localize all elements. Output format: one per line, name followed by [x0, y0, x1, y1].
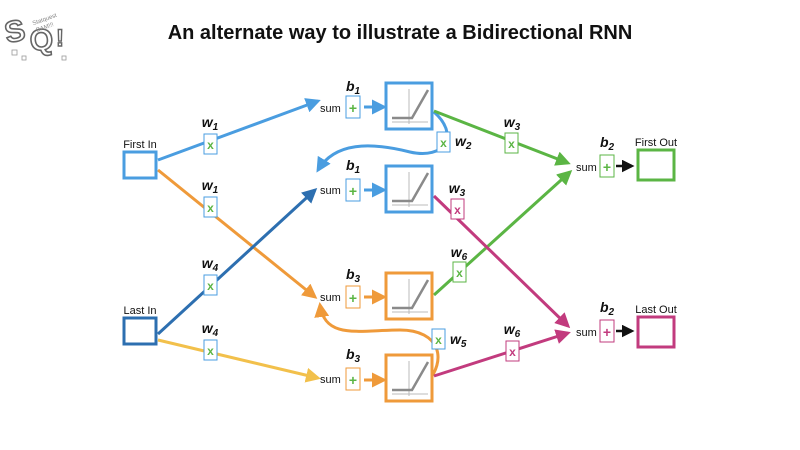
bias-b1-bottom-label: b1	[346, 157, 361, 176]
multiply-icon: x	[207, 344, 214, 358]
sum-b3-bottom-label: sum	[320, 374, 341, 386]
multiply-icon: x	[508, 137, 515, 151]
multiply-w1-top-box	[203, 133, 218, 155]
multiply-w4-top-box	[203, 274, 218, 296]
multiply-icon: x	[509, 345, 516, 359]
bias-b3-bottom-label: b3	[346, 346, 361, 365]
multiply-w2-box	[436, 131, 451, 153]
weight-w2-label: w2	[455, 133, 472, 152]
multiply-icon: x	[207, 138, 214, 152]
arrow-relu-b3-bottom-to-last-out-sum	[433, 329, 571, 378]
weight-w1-bottom-label: w1	[202, 177, 219, 196]
sum-b3-top-box	[345, 285, 361, 309]
last-in-label: Last In	[123, 305, 156, 317]
sum-b3-top-label: sum	[320, 292, 341, 304]
arrow-last-in-to-sum-b3-bottom	[157, 338, 321, 383]
plus-icon: +	[603, 159, 611, 175]
weight-w4-bottom-label: w4	[202, 320, 219, 339]
bias-b2-last-out-label: b2	[600, 299, 615, 318]
weight-w1-top-label: w1	[202, 114, 219, 133]
plus-icon: +	[349, 290, 357, 306]
sum-first-out-label: sum	[576, 162, 597, 174]
sum-b1-bottom-label: sum	[320, 185, 341, 197]
multiply-w6-top-box	[452, 261, 467, 283]
statquest-logo: S Q ! Statquest BAM!!!	[2, 13, 67, 61]
plus-icon: +	[603, 324, 611, 340]
loop-w5-feedback	[314, 302, 440, 386]
arrow-last-in-to-sum-b1-bottom	[156, 187, 318, 336]
sum-b3-bottom-box	[345, 367, 361, 391]
multiply-icon: x	[207, 201, 214, 215]
first-in-node	[122, 150, 158, 180]
last-in-node	[122, 316, 158, 346]
sum-last-out-label: sum	[576, 327, 597, 339]
last-out-node	[636, 315, 676, 349]
relu-box-b3-top	[384, 271, 434, 321]
multiply-w1-bottom-box	[203, 196, 218, 218]
weight-w6-top-label: w6	[451, 244, 468, 263]
multiply-icon: x	[440, 136, 447, 150]
weight-w3-bottom-label: w3	[449, 180, 466, 199]
plus-icon: +	[349, 183, 357, 199]
weight-w6-bottom-label: w6	[504, 321, 521, 340]
plus-icon: +	[349, 372, 357, 388]
last-out-label: Last Out	[635, 304, 677, 316]
weight-w4-top-label: w4	[202, 255, 219, 274]
arrow-first-in-to-sum-b3-top	[157, 168, 318, 299]
relu-box-b3-bottom	[384, 353, 434, 403]
weight-w3-top-label: w3	[504, 114, 521, 133]
sum-b1-bottom-box	[345, 178, 361, 202]
weight-w5-label: w5	[450, 331, 467, 350]
sum-b1-top-label: sum	[320, 103, 341, 115]
svg-text:!: !	[56, 25, 64, 52]
first-out-node	[636, 148, 676, 182]
arrow-relu-b1-top-to-first-out-sum	[433, 109, 571, 166]
arrow-first-in-to-sum-b1-top	[157, 98, 321, 162]
first-out-label: First Out	[635, 137, 677, 149]
multiply-w4-bottom-box	[203, 339, 218, 361]
plus-icon: +	[349, 100, 357, 116]
first-in-label: First In	[123, 139, 157, 151]
multiply-w3-top-box	[504, 132, 519, 154]
svg-text:BAM!!!: BAM!!!	[36, 22, 55, 34]
sum-b1-top-box	[345, 95, 361, 119]
multiply-w6-bottom-box	[505, 340, 520, 362]
multiply-w3-bottom-box	[450, 198, 465, 220]
diagram-title: An alternate way to illustrate a Bidirec…	[167, 22, 633, 44]
multiply-icon: x	[435, 333, 442, 347]
bias-b3-top-label: b3	[346, 266, 361, 285]
bias-b1-top-label: b1	[346, 78, 361, 97]
svg-text:S: S	[2, 14, 28, 50]
svg-text:Q: Q	[28, 23, 55, 58]
relu-box-b1-top	[384, 81, 434, 131]
sum-first-out-box	[599, 154, 615, 178]
multiply-icon: x	[454, 203, 461, 217]
bias-b2-first-out-label: b2	[600, 134, 615, 153]
multiply-w5-box	[431, 328, 446, 350]
sum-last-out-box	[599, 319, 615, 343]
multiply-icon: x	[456, 266, 463, 280]
multiply-icon: x	[207, 279, 214, 293]
relu-box-b1-bottom	[384, 164, 434, 214]
